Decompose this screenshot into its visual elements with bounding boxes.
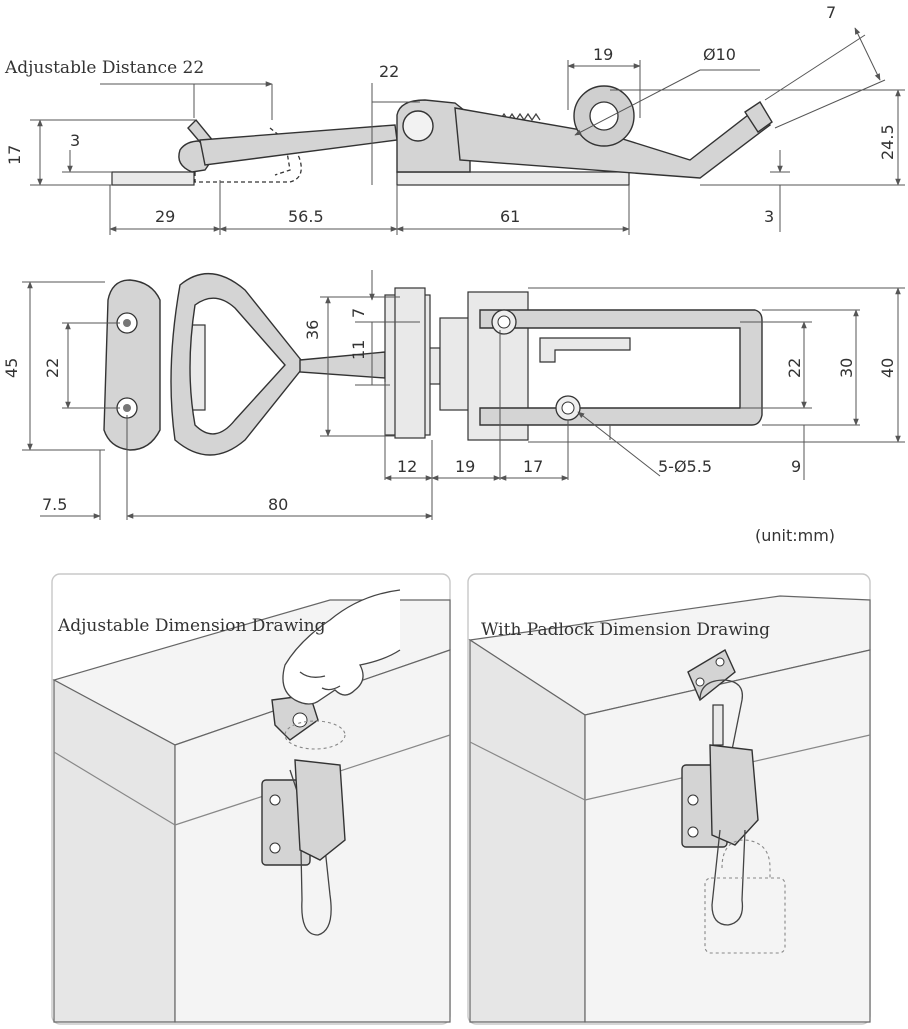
dim-3-left: 3	[70, 131, 80, 150]
dim-22-left: 22	[43, 358, 62, 378]
hook-base-plate	[111, 171, 195, 186]
top-view: 45 22 36 7 11 22 30 40 12 19 17 5-Ø5.5 9…	[2, 270, 905, 520]
dim-29: 29	[155, 207, 175, 226]
dim-17-top: 17	[523, 457, 543, 476]
dim-56-5: 56.5	[288, 207, 324, 226]
body-base-plate	[396, 171, 630, 186]
adjusting-rod	[199, 124, 398, 166]
dim-holes: 5-Ø5.5	[658, 457, 712, 476]
dim-22-top: 22	[379, 62, 399, 81]
adjustable-panel: Adjustable Dimension Drawing	[51, 573, 451, 1025]
adjustable-distance-label: Adjustable Distance 22	[4, 58, 204, 78]
wire-loop	[170, 272, 306, 456]
adjustable-panel-title: Adjustable Dimension Drawing	[57, 616, 326, 636]
dim-9: 9	[791, 457, 801, 476]
dim-45: 45	[2, 358, 21, 378]
dim-19-top: 19	[455, 457, 475, 476]
padlock-panel: With Padlock Dimension Drawing	[467, 573, 871, 1025]
dim-12: 12	[397, 457, 417, 476]
dim-19-side: 19	[593, 45, 613, 64]
dim-30: 30	[837, 358, 856, 378]
dim-40: 40	[878, 358, 897, 378]
side-view: Adjustable Distance 22 22 19 Ø10 7 17 3 …	[4, 3, 905, 235]
dim-11: 11	[349, 340, 368, 360]
dim-24-5: 24.5	[878, 124, 897, 160]
dim-17: 17	[5, 145, 24, 165]
dim-7-side: 7	[826, 3, 836, 22]
hook-plate-top	[103, 279, 161, 451]
dim-36: 36	[303, 320, 322, 340]
dim-phi10: Ø10	[703, 45, 736, 64]
padlock-panel-title: With Padlock Dimension Drawing	[481, 620, 770, 640]
dim-7-5: 7.5	[42, 495, 67, 514]
pivot-circle	[402, 110, 434, 142]
unit-note: (unit:mm)	[755, 526, 835, 545]
padlock-ghost	[721, 839, 771, 880]
hand-sketch	[282, 589, 401, 705]
dim-80: 80	[268, 495, 288, 514]
dim-3-right: 3	[764, 207, 774, 226]
dim-61: 61	[500, 207, 520, 226]
dim-7-top: 7	[349, 308, 368, 318]
dim-22-right: 22	[785, 358, 804, 378]
